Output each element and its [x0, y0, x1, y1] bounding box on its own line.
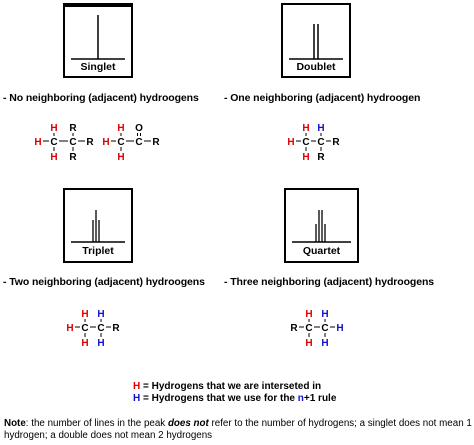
svg-text:H: H	[302, 152, 309, 163]
svg-text:H: H	[117, 123, 124, 134]
triplet-description: - Two neighboring (adjacent) hydroogens	[3, 276, 205, 288]
singlet-description: - No neighboring (adjacent) hydroogens	[3, 92, 199, 104]
legend-interest-text: = Hydrogens that we are interseted in	[140, 381, 322, 392]
svg-text:H: H	[50, 152, 57, 163]
svg-text:R: R	[332, 137, 340, 148]
legend-blue-h: H	[133, 393, 141, 404]
svg-text:C: C	[302, 137, 309, 148]
quartet-structure: H H R C C H H H	[290, 309, 343, 349]
svg-text:H: H	[117, 152, 124, 163]
svg-text:R: R	[69, 152, 77, 163]
svg-text:H: H	[321, 338, 328, 349]
svg-text:H: H	[34, 137, 41, 148]
legend-interest: H = Hydrogens that we are interseted in	[133, 381, 321, 392]
legend-rule-n: n	[297, 393, 304, 404]
svg-text:H: H	[97, 309, 104, 320]
svg-text:R: R	[86, 137, 94, 148]
footnote: Note: the number of lines in the peak do…	[4, 418, 472, 442]
svg-text:H: H	[317, 123, 324, 134]
svg-text:H: H	[81, 309, 88, 320]
svg-text:R: R	[290, 323, 298, 334]
svg-text:C: C	[317, 137, 324, 148]
svg-text:R: R	[69, 123, 77, 134]
doublet-label: Doublet	[296, 61, 336, 73]
svg-text:H: H	[321, 309, 328, 320]
quartet-description: - Three neighboring (adjacent) hydroogen…	[224, 276, 434, 288]
note-text-before: : the number of lines in the peak	[25, 418, 168, 429]
triplet-label: Triplet	[82, 245, 114, 257]
svg-text:H: H	[97, 338, 104, 349]
quartet-panel: Quartet	[284, 188, 359, 263]
doublet-description: - One neighboring (adjacent) hydroogen	[224, 92, 421, 104]
svg-text:C: C	[305, 323, 312, 334]
note-line-2: hydrogen; a double does not mean 2 hydro…	[4, 430, 213, 441]
legend-rule: H = Hydrogens that we use for the n+1 ru…	[133, 393, 336, 404]
svg-text:R: R	[317, 152, 325, 163]
svg-text:C: C	[321, 323, 328, 334]
svg-text:H: H	[50, 123, 57, 134]
triplet-panel: Triplet	[63, 188, 133, 263]
svg-text:C: C	[117, 137, 124, 148]
svg-text:H: H	[305, 338, 312, 349]
singlet-structure-2: H O H C C R H	[102, 123, 160, 163]
svg-text:H: H	[81, 338, 88, 349]
svg-text:H: H	[102, 137, 109, 148]
note-label: Note	[4, 418, 26, 429]
svg-text:C: C	[50, 137, 57, 148]
svg-text:R: R	[152, 137, 160, 148]
svg-text:H: H	[287, 137, 294, 148]
svg-text:H: H	[66, 323, 73, 334]
legend-red-h: H	[133, 381, 141, 392]
legend-rule-after: +1 rule	[303, 393, 337, 404]
note-emphasis: does not	[167, 418, 209, 429]
legend-rule-text: = Hydrogens that we use for the	[140, 393, 298, 404]
svg-text:C: C	[81, 323, 88, 334]
doublet-panel: Doublet	[281, 3, 351, 78]
note-text-after: refer to the number of hydrogens; a sing…	[208, 418, 472, 429]
svg-text:H: H	[302, 123, 309, 134]
svg-text:H: H	[305, 309, 312, 320]
svg-text:O: O	[135, 123, 143, 134]
svg-text:C: C	[97, 323, 104, 334]
svg-text:R: R	[112, 323, 120, 334]
svg-text:C: C	[135, 137, 142, 148]
singlet-label: Singlet	[80, 61, 116, 73]
singlet-panel: Singlet	[63, 3, 133, 78]
svg-text:C: C	[69, 137, 76, 148]
triplet-structure: H H H C C R H H	[66, 309, 120, 349]
singlet-structure-1: H R H C C R H R	[34, 123, 94, 163]
doublet-structure: H H H C C R H R	[287, 123, 340, 163]
quartet-label: Quartet	[302, 245, 341, 257]
svg-text:H: H	[336, 323, 343, 334]
